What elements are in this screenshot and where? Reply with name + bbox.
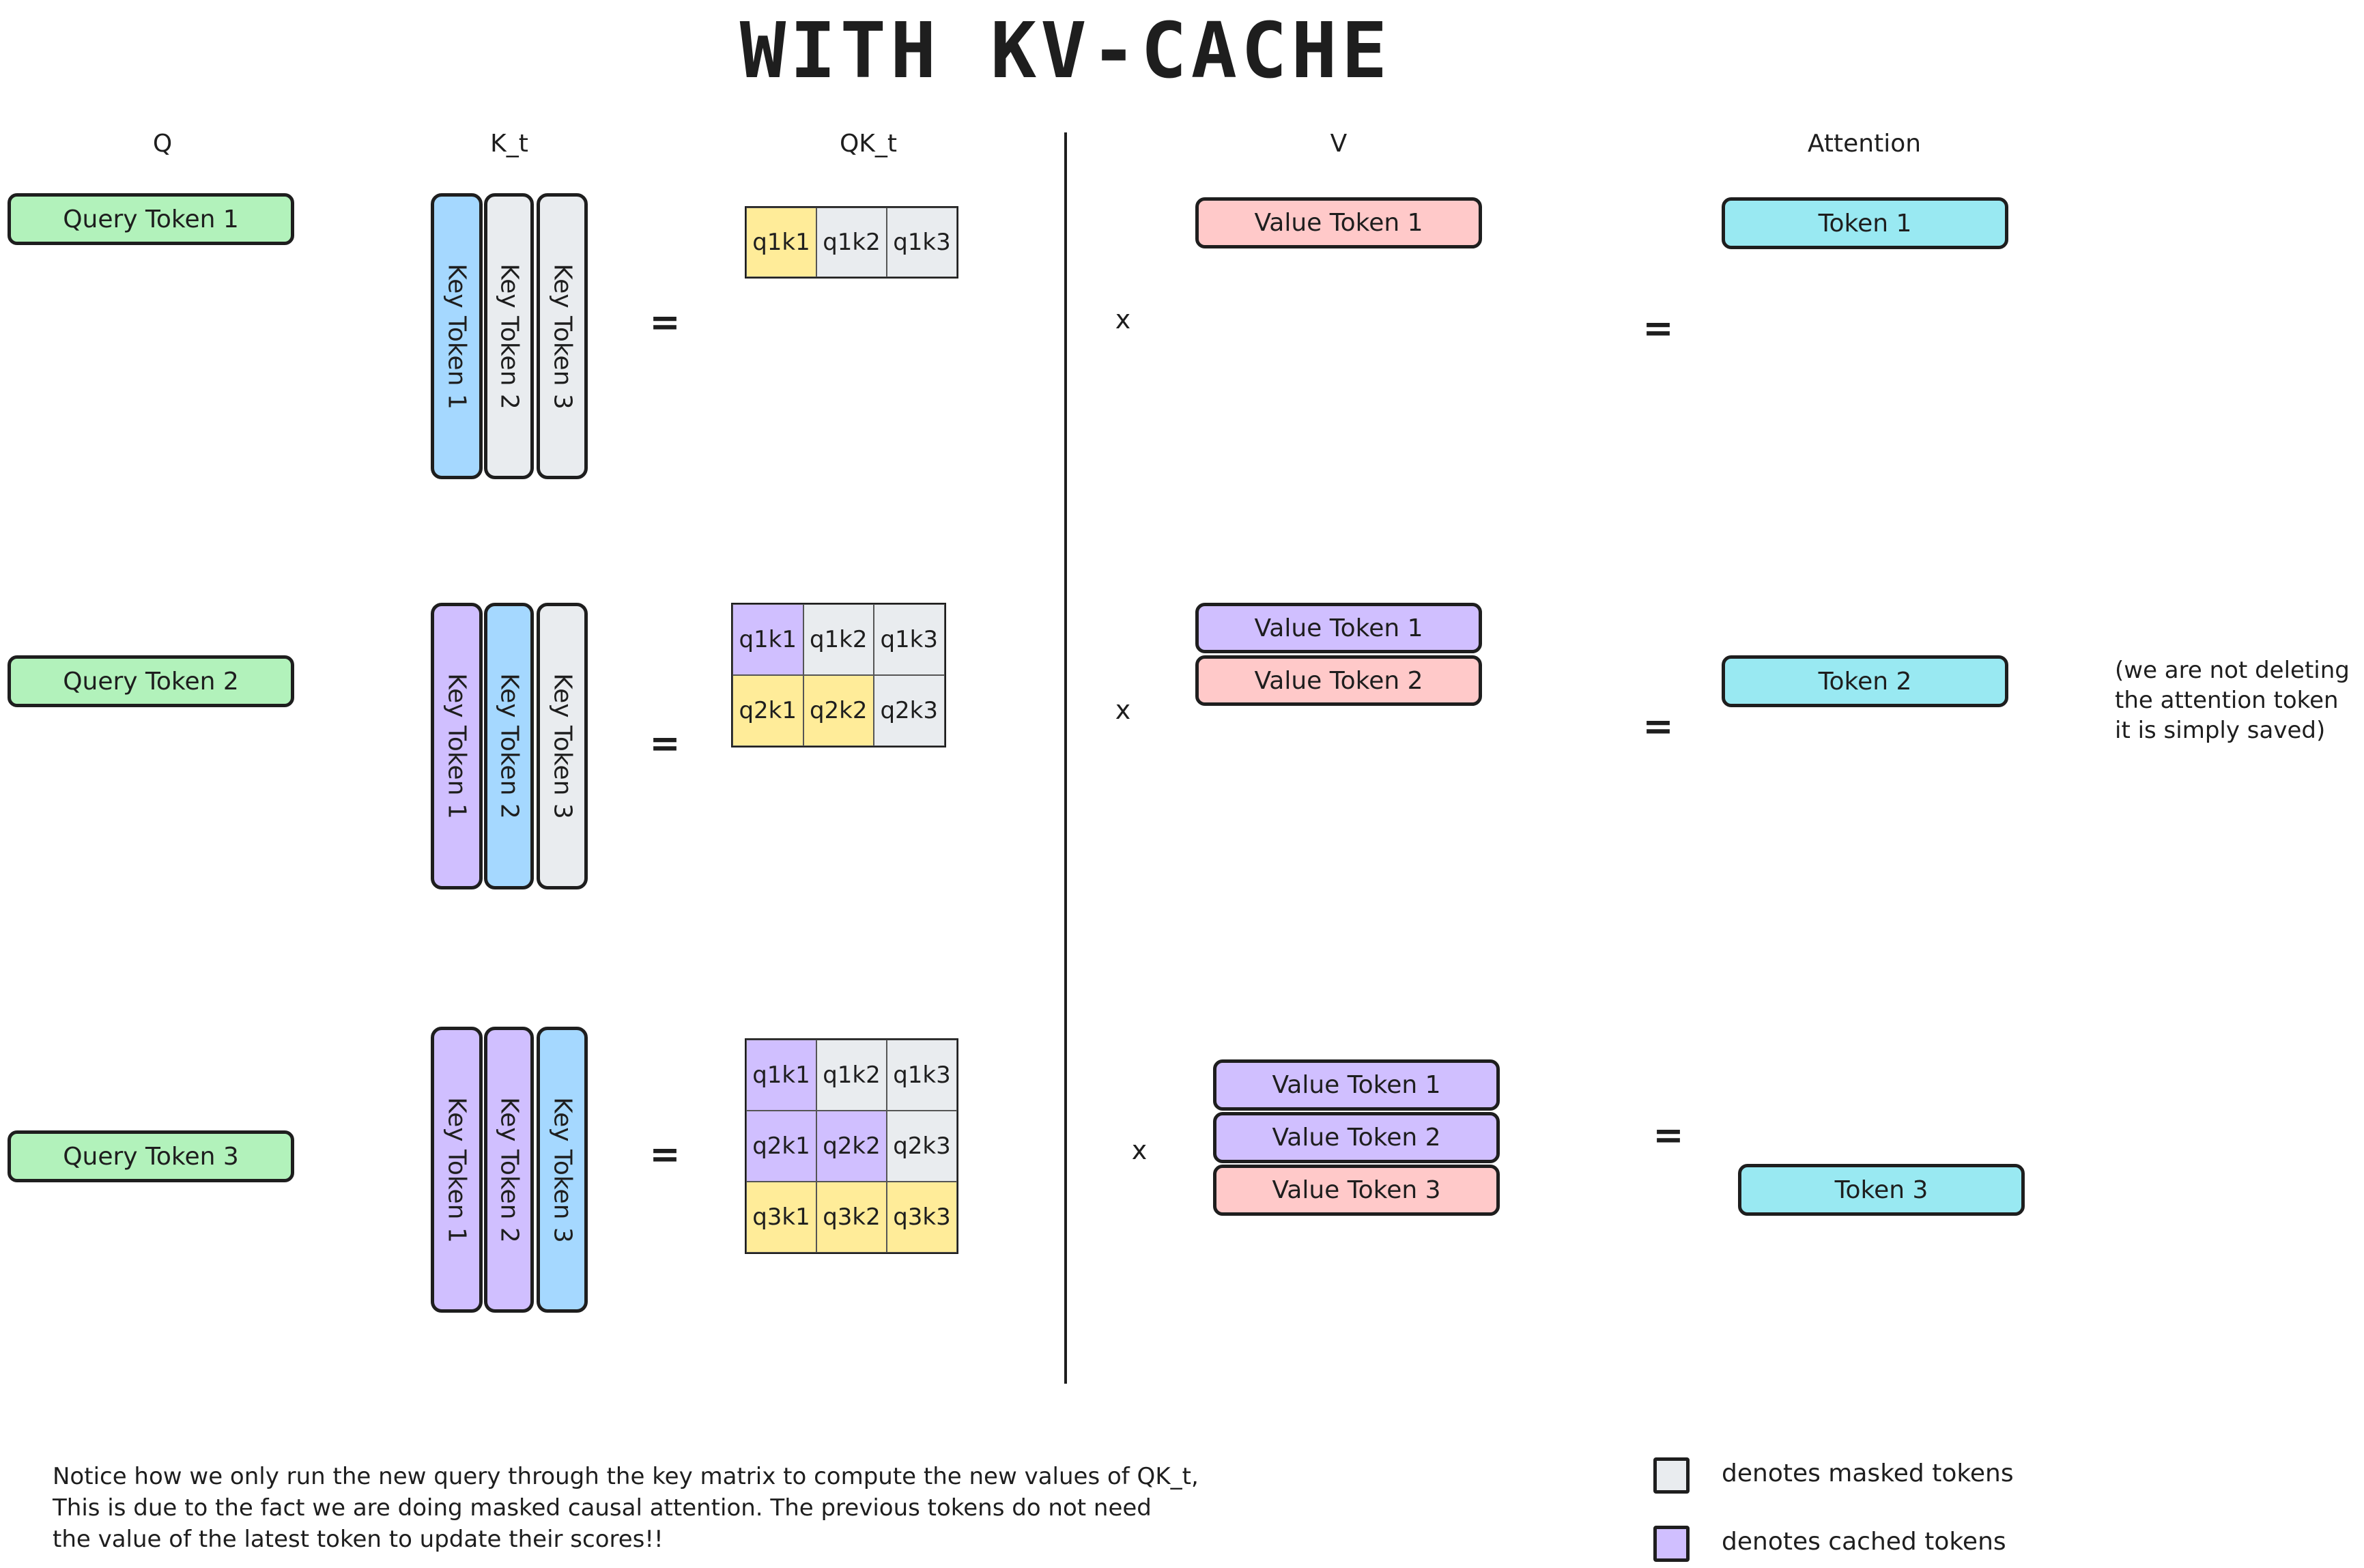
legend-label-masked: denotes masked tokens [1722,1459,2014,1487]
equals-sign: = [649,300,681,344]
qk-cell: q2k2 [816,1111,887,1182]
qk-cell: q2k1 [746,1111,816,1182]
side-note-line: the attention token [2115,687,2339,714]
qk-cell: q1k2 [816,1040,887,1111]
key-token-column: Key Token 3 [537,603,588,889]
value-token-box: Value Token 2 [1195,655,1482,706]
key-token-label: Key Token 3 [548,263,576,410]
attention-token-box: Token 2 [1722,655,2008,707]
qk-cell: q1k3 [887,208,957,277]
multiply-sign: x [1131,1135,1148,1165]
attention-token-box: Token 3 [1738,1164,2025,1216]
qk-cell: q1k3 [874,604,945,675]
key-token-column: Key Token 1 [431,193,483,479]
qk-cell: q1k2 [803,604,874,675]
equals-sign: = [1642,704,1674,748]
legend-swatch-masked [1653,1457,1690,1494]
equals-sign: = [649,1132,681,1176]
key-token-column: Key Token 1 [431,603,483,889]
qk-cell: q2k3 [887,1111,957,1182]
key-token-label: Key Token 2 [495,1096,523,1243]
query-token-box: Query Token 2 [8,655,294,707]
qk-cell: q2k1 [732,675,803,746]
bottom-note-line: Notice how we only run the new query thr… [53,1463,1199,1490]
key-token-label: Key Token 3 [548,1096,576,1243]
qk-cell: q3k1 [746,1182,816,1253]
query-token-box: Query Token 1 [8,193,294,245]
bottom-note-line: This is due to the fact we are doing mas… [53,1494,1152,1522]
key-token-column: Key Token 3 [537,193,588,479]
header-attention: Attention [1807,130,1922,158]
equals-sign: = [1642,307,1674,350]
qk-cell: q2k2 [803,675,874,746]
value-token-box: Value Token 2 [1213,1112,1500,1163]
side-note-line: it is simply saved) [2115,717,2326,744]
key-token-label: Key Token 2 [495,263,523,410]
header-qk-transpose: QK_t [839,130,898,158]
qk-cell: q3k2 [816,1182,887,1253]
multiply-sign: x [1115,304,1131,334]
attention-token-box: Token 1 [1722,197,2008,249]
header-q: Q [152,130,173,158]
section-divider [1064,132,1067,1384]
header-v: V [1330,130,1348,158]
equals-sign: = [1653,1113,1684,1157]
value-token-box: Value Token 3 [1213,1165,1500,1216]
equals-sign: = [649,722,681,765]
legend-label-cached: denotes cached tokens [1722,1528,2006,1556]
key-token-label: Key Token 1 [442,1096,471,1243]
key-token-column: Key Token 3 [537,1027,588,1313]
bottom-note: Notice how we only run the new query thr… [53,1461,1199,1555]
qk-cell: q1k1 [732,604,803,675]
qk-cell: q1k3 [887,1040,957,1111]
side-note-line: (we are not deleting [2115,657,2350,684]
qk-cell: q1k1 [746,208,816,277]
query-token-box: Query Token 3 [8,1130,294,1182]
value-token-box: Value Token 1 [1195,603,1482,653]
key-token-label: Key Token 3 [548,673,576,819]
key-token-label: Key Token 2 [495,673,523,819]
key-token-column: Key Token 2 [484,603,534,889]
diagram-title: WITH KV-CACHE [739,7,1392,96]
header-k-transpose: K_t [490,130,528,158]
qk-cell: q3k3 [887,1182,957,1253]
legend-swatch-cached [1653,1526,1690,1562]
key-token-label: Key Token 1 [442,673,471,819]
qk-cell: q1k2 [816,208,887,277]
key-token-column: Key Token 2 [484,193,534,479]
side-note: (we are not deleting the attention token… [2115,655,2350,745]
value-token-box: Value Token 1 [1195,197,1482,248]
qk-cell: q1k1 [746,1040,816,1111]
qk-cell: q2k3 [874,675,945,746]
multiply-sign: x [1115,695,1131,725]
value-token-box: Value Token 1 [1213,1059,1500,1111]
bottom-note-line: the value of the latest token to update … [53,1526,664,1553]
key-token-label: Key Token 1 [442,263,471,410]
key-token-column: Key Token 2 [484,1027,534,1313]
key-token-column: Key Token 1 [431,1027,483,1313]
